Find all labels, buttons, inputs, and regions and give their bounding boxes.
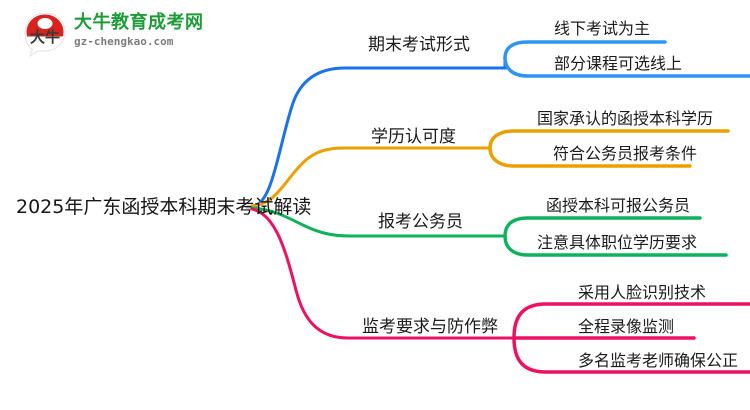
branch-line-1 xyxy=(250,56,507,208)
mindmap-branch-node-4[interactable]: 监考要求与防作弊 xyxy=(362,317,498,337)
svg-text:大牛: 大牛 xyxy=(30,28,60,46)
mindmap-leaf-node-4-2[interactable]: 全程录像监测 xyxy=(578,317,675,336)
branch-line-4 xyxy=(250,207,516,340)
mindmap-leaf-node-3-1[interactable]: 函授本科可报公务员 xyxy=(546,196,691,215)
mindmap-branch-node-1[interactable]: 期末考试形式 xyxy=(368,35,470,55)
mindmap-leaf-node-1-2[interactable]: 部分课程可选线上 xyxy=(554,54,683,73)
leaf-line-4-1 xyxy=(512,302,750,340)
mindmap-leaf-node-4-3[interactable]: 多名监考老师确保公正 xyxy=(578,351,739,370)
leaf-line-1-1 xyxy=(503,40,667,60)
leaf-line-2-2 xyxy=(488,146,692,168)
logo-wordmark: 大牛教育成考网 gz-chengkao.com xyxy=(74,12,204,56)
mindmap-branch-node-3[interactable]: 报考公务员 xyxy=(378,212,463,232)
mindmap-leaf-node-2-1[interactable]: 国家承认的函授本科学历 xyxy=(537,109,714,128)
mindmap-branch-node-2[interactable]: 学历认可度 xyxy=(371,127,456,147)
mindmap-leaf-node-1-1[interactable]: 线下考试为主 xyxy=(554,19,651,38)
leaf-line-3-2 xyxy=(503,234,728,257)
leaf-line-1-2 xyxy=(503,56,750,78)
mindmap-root-node[interactable]: 2025年广东函授本科期末考试解读 xyxy=(16,196,312,218)
site-logo[interactable]: 大牛 大牛教育成考网 gz-chengkao.com xyxy=(22,9,204,59)
logo-mark-icon: 大牛 xyxy=(24,12,66,57)
mindmap-leaf-node-2-2[interactable]: 符合公务员报考条件 xyxy=(553,144,698,163)
branch-line-3 xyxy=(250,206,507,238)
mindmap-leaf-node-3-2[interactable]: 注意具体职位学历要求 xyxy=(537,233,698,252)
leaf-line-4-3 xyxy=(512,336,750,374)
mindmap-leaf-node-4-1[interactable]: 采用人脸识别技术 xyxy=(578,283,707,302)
branch-line-2 xyxy=(250,146,492,208)
logo-site-name: 大牛教育成考网 xyxy=(74,12,204,33)
leaf-line-2-1 xyxy=(488,129,730,150)
leaf-line-3-1 xyxy=(503,216,702,238)
logo-site-url: gz-chengkao.com xyxy=(74,35,174,48)
